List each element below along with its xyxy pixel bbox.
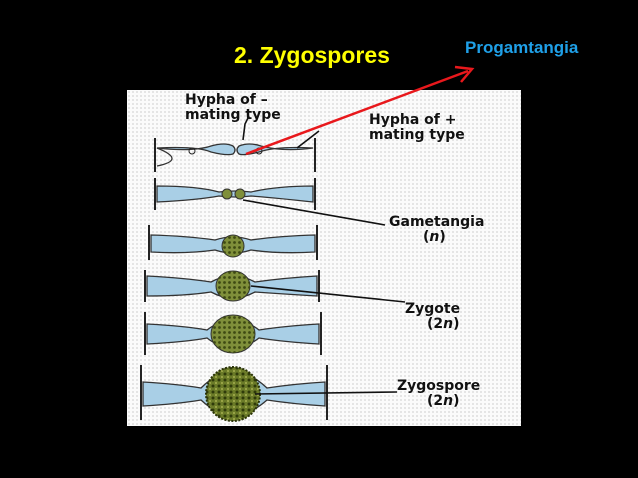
ploidy-close: ): [453, 316, 460, 332]
ploidy-symbol: n: [443, 393, 454, 409]
ploidy-close: ): [439, 229, 446, 245]
life-cycle-figure: Hypha of – mating type Hypha of + mating…: [127, 90, 521, 426]
label-hypha-minus: Hypha of – mating type: [185, 93, 281, 123]
ploidy-open: (: [423, 229, 430, 245]
ploidy-symbol: n: [443, 316, 454, 332]
label-zygospore-name: Zygospore: [397, 378, 481, 394]
ploidy-close: ): [453, 393, 460, 409]
label-hypha-minus-line2: mating type: [185, 107, 281, 123]
stage-zygote: [144, 270, 320, 302]
stage-fusion: [148, 225, 318, 260]
ploidy-open: (2: [427, 316, 444, 332]
label-zygospore-ploidy: (2n): [397, 394, 480, 409]
label-zygospore: Zygospore (2n): [397, 379, 480, 409]
label-gametangia-ploidy: (n): [389, 230, 484, 245]
label-gametangia-name: Gametangia: [389, 214, 485, 230]
stage-zygote-mature: [144, 312, 322, 355]
label-zygote-name: Zygote: [405, 301, 461, 317]
label-hypha-minus-line1: Hypha of –: [185, 92, 268, 108]
label-hypha-plus-line2: mating type: [369, 127, 465, 143]
stage-hyphae-separate: [154, 138, 316, 172]
slide-title: 2. Zygospores: [234, 42, 390, 68]
label-hypha-plus-line1: Hypha of +: [369, 112, 457, 128]
label-zygote-ploidy: (2n): [405, 317, 460, 332]
stage-zygospore: [140, 365, 328, 422]
ploidy-symbol: n: [429, 229, 440, 245]
label-zygote: Zygote (2n): [405, 302, 460, 332]
label-hypha-plus: Hypha of + mating type: [369, 113, 465, 143]
callout-progamtangia: Progamtangia: [465, 38, 579, 57]
ploidy-open: (2: [427, 393, 444, 409]
stage-gametangia: [154, 178, 316, 210]
label-gametangia: Gametangia (n): [389, 215, 484, 245]
leader-lines: [242, 115, 406, 395]
